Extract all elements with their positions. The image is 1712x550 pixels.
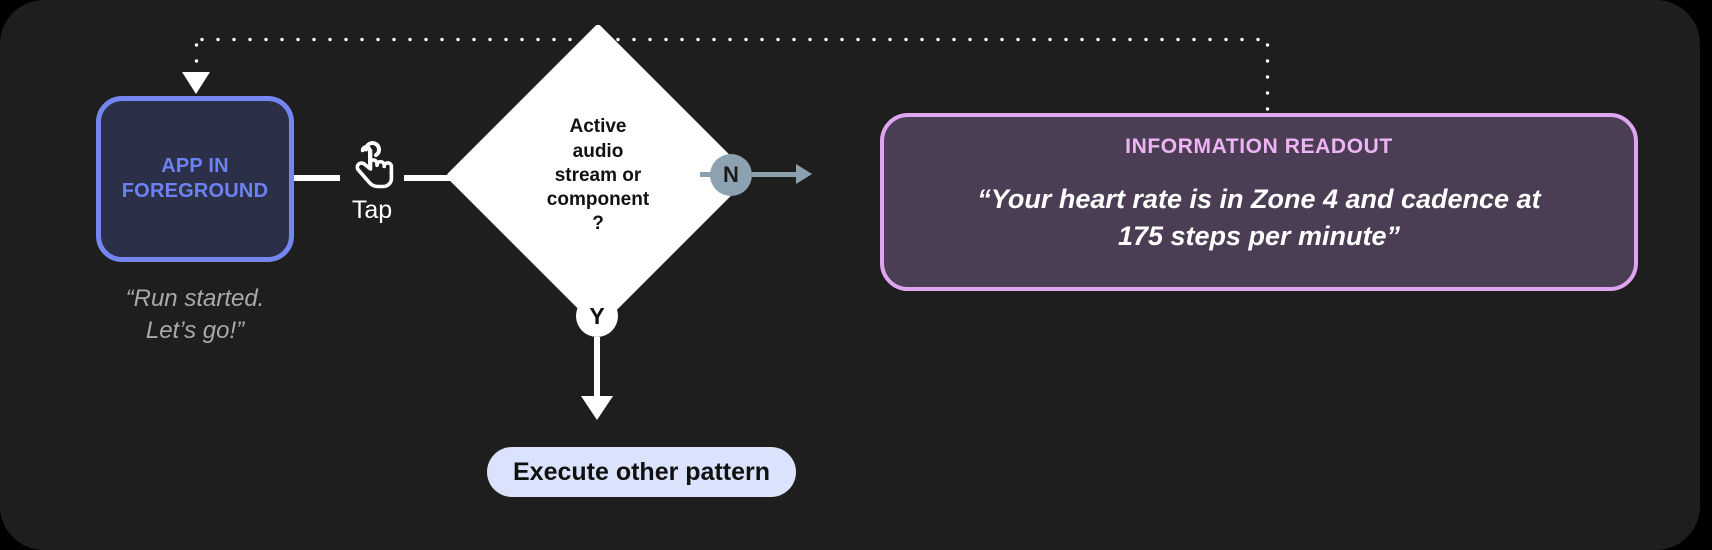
node-app-caption: “Run started. Let’s go!”	[125, 285, 265, 344]
node-decision[interactable]: Active audio stream or component ?	[445, 23, 751, 329]
connector-tap-to-decision	[404, 175, 478, 181]
connector-no-to-readout	[752, 172, 800, 177]
branch-badge-yes: Y	[576, 295, 618, 337]
feedback-dotted-line-top	[194, 37, 1269, 42]
decision-label: Active audio stream or component ?	[546, 116, 650, 235]
gesture-tap-label: Tap	[351, 196, 393, 224]
gesture-tap-group: Tap	[338, 140, 406, 240]
branch-badge-no: N	[710, 154, 752, 196]
feedback-arrowhead-icon	[182, 72, 210, 94]
readout-title: INFORMATION READOUT	[1125, 135, 1393, 158]
execute-pill-label: Execute other pattern	[513, 457, 771, 486]
connector-decision-to-no-badge	[700, 172, 714, 177]
connector-yes-to-execute	[594, 337, 600, 399]
connector-decision-to-yes-badge	[595, 284, 600, 298]
feedback-dotted-line-left	[194, 37, 199, 75]
yes-branch-arrowhead-icon	[581, 396, 613, 420]
tap-gesture-icon	[355, 141, 394, 189]
connector-app-to-tap	[294, 175, 340, 181]
node-app-label: APP IN FOREGROUND	[121, 155, 269, 202]
node-information-readout[interactable]: INFORMATION READOUT “Your heart rate is …	[880, 113, 1638, 291]
no-branch-arrowhead-icon	[796, 164, 812, 184]
node-app-in-foreground[interactable]: APP IN FOREGROUND	[96, 96, 294, 262]
feedback-dotted-line-right	[1265, 37, 1270, 115]
readout-body: “Your heart rate is in Zone 4 and cadenc…	[977, 184, 1541, 252]
node-execute-other-pattern[interactable]: Execute other pattern	[487, 447, 797, 497]
